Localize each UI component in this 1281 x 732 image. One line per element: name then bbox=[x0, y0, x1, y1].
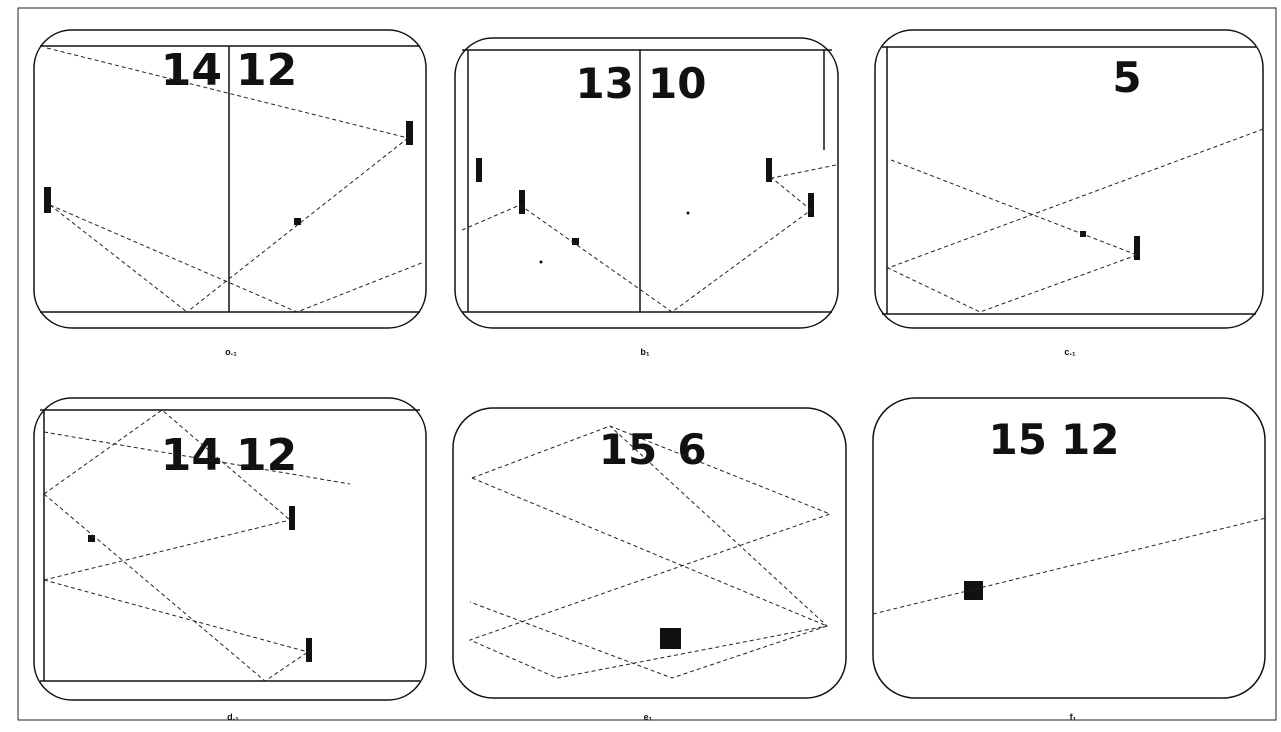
score-left-d: 14 bbox=[161, 430, 222, 481]
score-right-f: 12 bbox=[1061, 415, 1119, 464]
ball-a bbox=[294, 218, 301, 225]
panel-a: 14 12 o.₁ bbox=[34, 30, 426, 357]
caption-c: c.₁ bbox=[1064, 347, 1076, 357]
ball-b bbox=[572, 238, 579, 245]
dot-b-2 bbox=[540, 261, 543, 264]
score-right-a: 12 bbox=[236, 45, 297, 96]
dot-b-1 bbox=[687, 212, 690, 215]
paddle-d-2 bbox=[306, 638, 312, 662]
screen-c bbox=[875, 30, 1263, 328]
panel-b: 13 10 b₁ bbox=[455, 38, 838, 357]
left-paddle-a bbox=[44, 187, 51, 213]
panel-d: 14 12 d.₁ bbox=[34, 398, 426, 722]
paddle-d-1 bbox=[289, 506, 295, 530]
right-paddle-b bbox=[766, 158, 772, 182]
panel-e: 15 6 e₁ bbox=[453, 408, 846, 722]
caption-b: b₁ bbox=[640, 347, 649, 357]
screen-b bbox=[455, 38, 838, 328]
caption-d: d.₁ bbox=[227, 712, 239, 722]
score-left-a: 14 bbox=[161, 45, 222, 96]
panel-f: 15 12 f₁ bbox=[873, 398, 1266, 722]
ball-f bbox=[964, 581, 983, 600]
left-paddle-b bbox=[476, 158, 482, 182]
caption-f: f₁ bbox=[1070, 712, 1077, 722]
score-left-f: 15 bbox=[989, 415, 1047, 464]
caption-e: e₁ bbox=[644, 712, 653, 722]
score-right-b: 10 bbox=[648, 59, 706, 108]
left-paddle-b-2 bbox=[519, 190, 525, 214]
right-paddle-b-2 bbox=[808, 193, 814, 217]
screen-d bbox=[34, 398, 426, 700]
score-right-c: 5 bbox=[1112, 53, 1141, 102]
score-left-e: 15 bbox=[599, 425, 657, 474]
panel-c: 5 c.₁ bbox=[875, 30, 1266, 357]
score-right-e: 6 bbox=[677, 425, 706, 474]
paddle-c bbox=[1134, 236, 1140, 260]
score-left-b: 13 bbox=[576, 59, 634, 108]
ball-e bbox=[660, 628, 681, 649]
right-paddle-a bbox=[406, 121, 413, 145]
caption-a: o.₁ bbox=[225, 347, 237, 357]
